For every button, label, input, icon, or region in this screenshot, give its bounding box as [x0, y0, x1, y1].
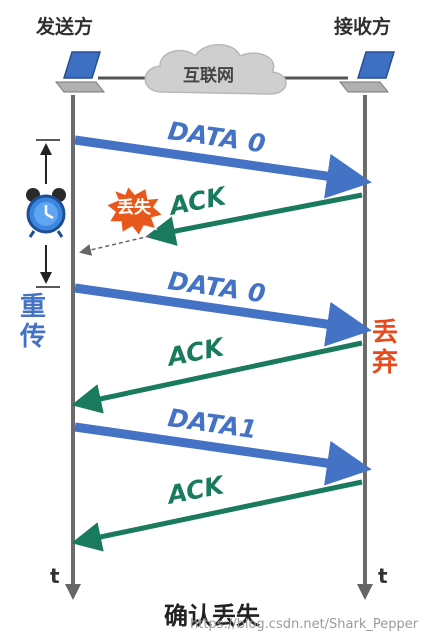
watermark-text: https://blog.csdn.net/Shark_Pepper: [190, 617, 419, 632]
lost-badge-label: 丢失: [117, 198, 151, 218]
diagram-title: 确认丢失: [164, 602, 260, 630]
message-arrow-ack-3: [71, 479, 363, 552]
receiver-laptop-icon: [338, 51, 396, 93]
lost-burst-icon: [104, 184, 165, 238]
timeout-bracket: [36, 139, 60, 288]
sender-laptop-icon: [54, 51, 106, 93]
cloud-icon: [144, 44, 287, 95]
retransmit-label: 重传: [20, 292, 47, 352]
sender-label: 发送方: [36, 16, 94, 38]
network-label: 互联网: [183, 66, 234, 86]
message-arrow-data1: [74, 422, 372, 486]
message-arrow-data0-first: [74, 135, 372, 199]
message-arrow-data0-retransmit: [74, 283, 372, 347]
sender-time-label: t: [50, 564, 60, 588]
alarm-clock-icon: [26, 188, 66, 238]
message-arrow-ack-2: [71, 340, 363, 414]
receiver-label: 接收方: [334, 16, 392, 38]
receiver-time-label: t: [378, 564, 388, 588]
discard-label: 丢弃: [372, 318, 399, 378]
lost-ack-dashed-arrow: [79, 235, 151, 256]
message-arrow-ack-lost: [145, 192, 363, 246]
